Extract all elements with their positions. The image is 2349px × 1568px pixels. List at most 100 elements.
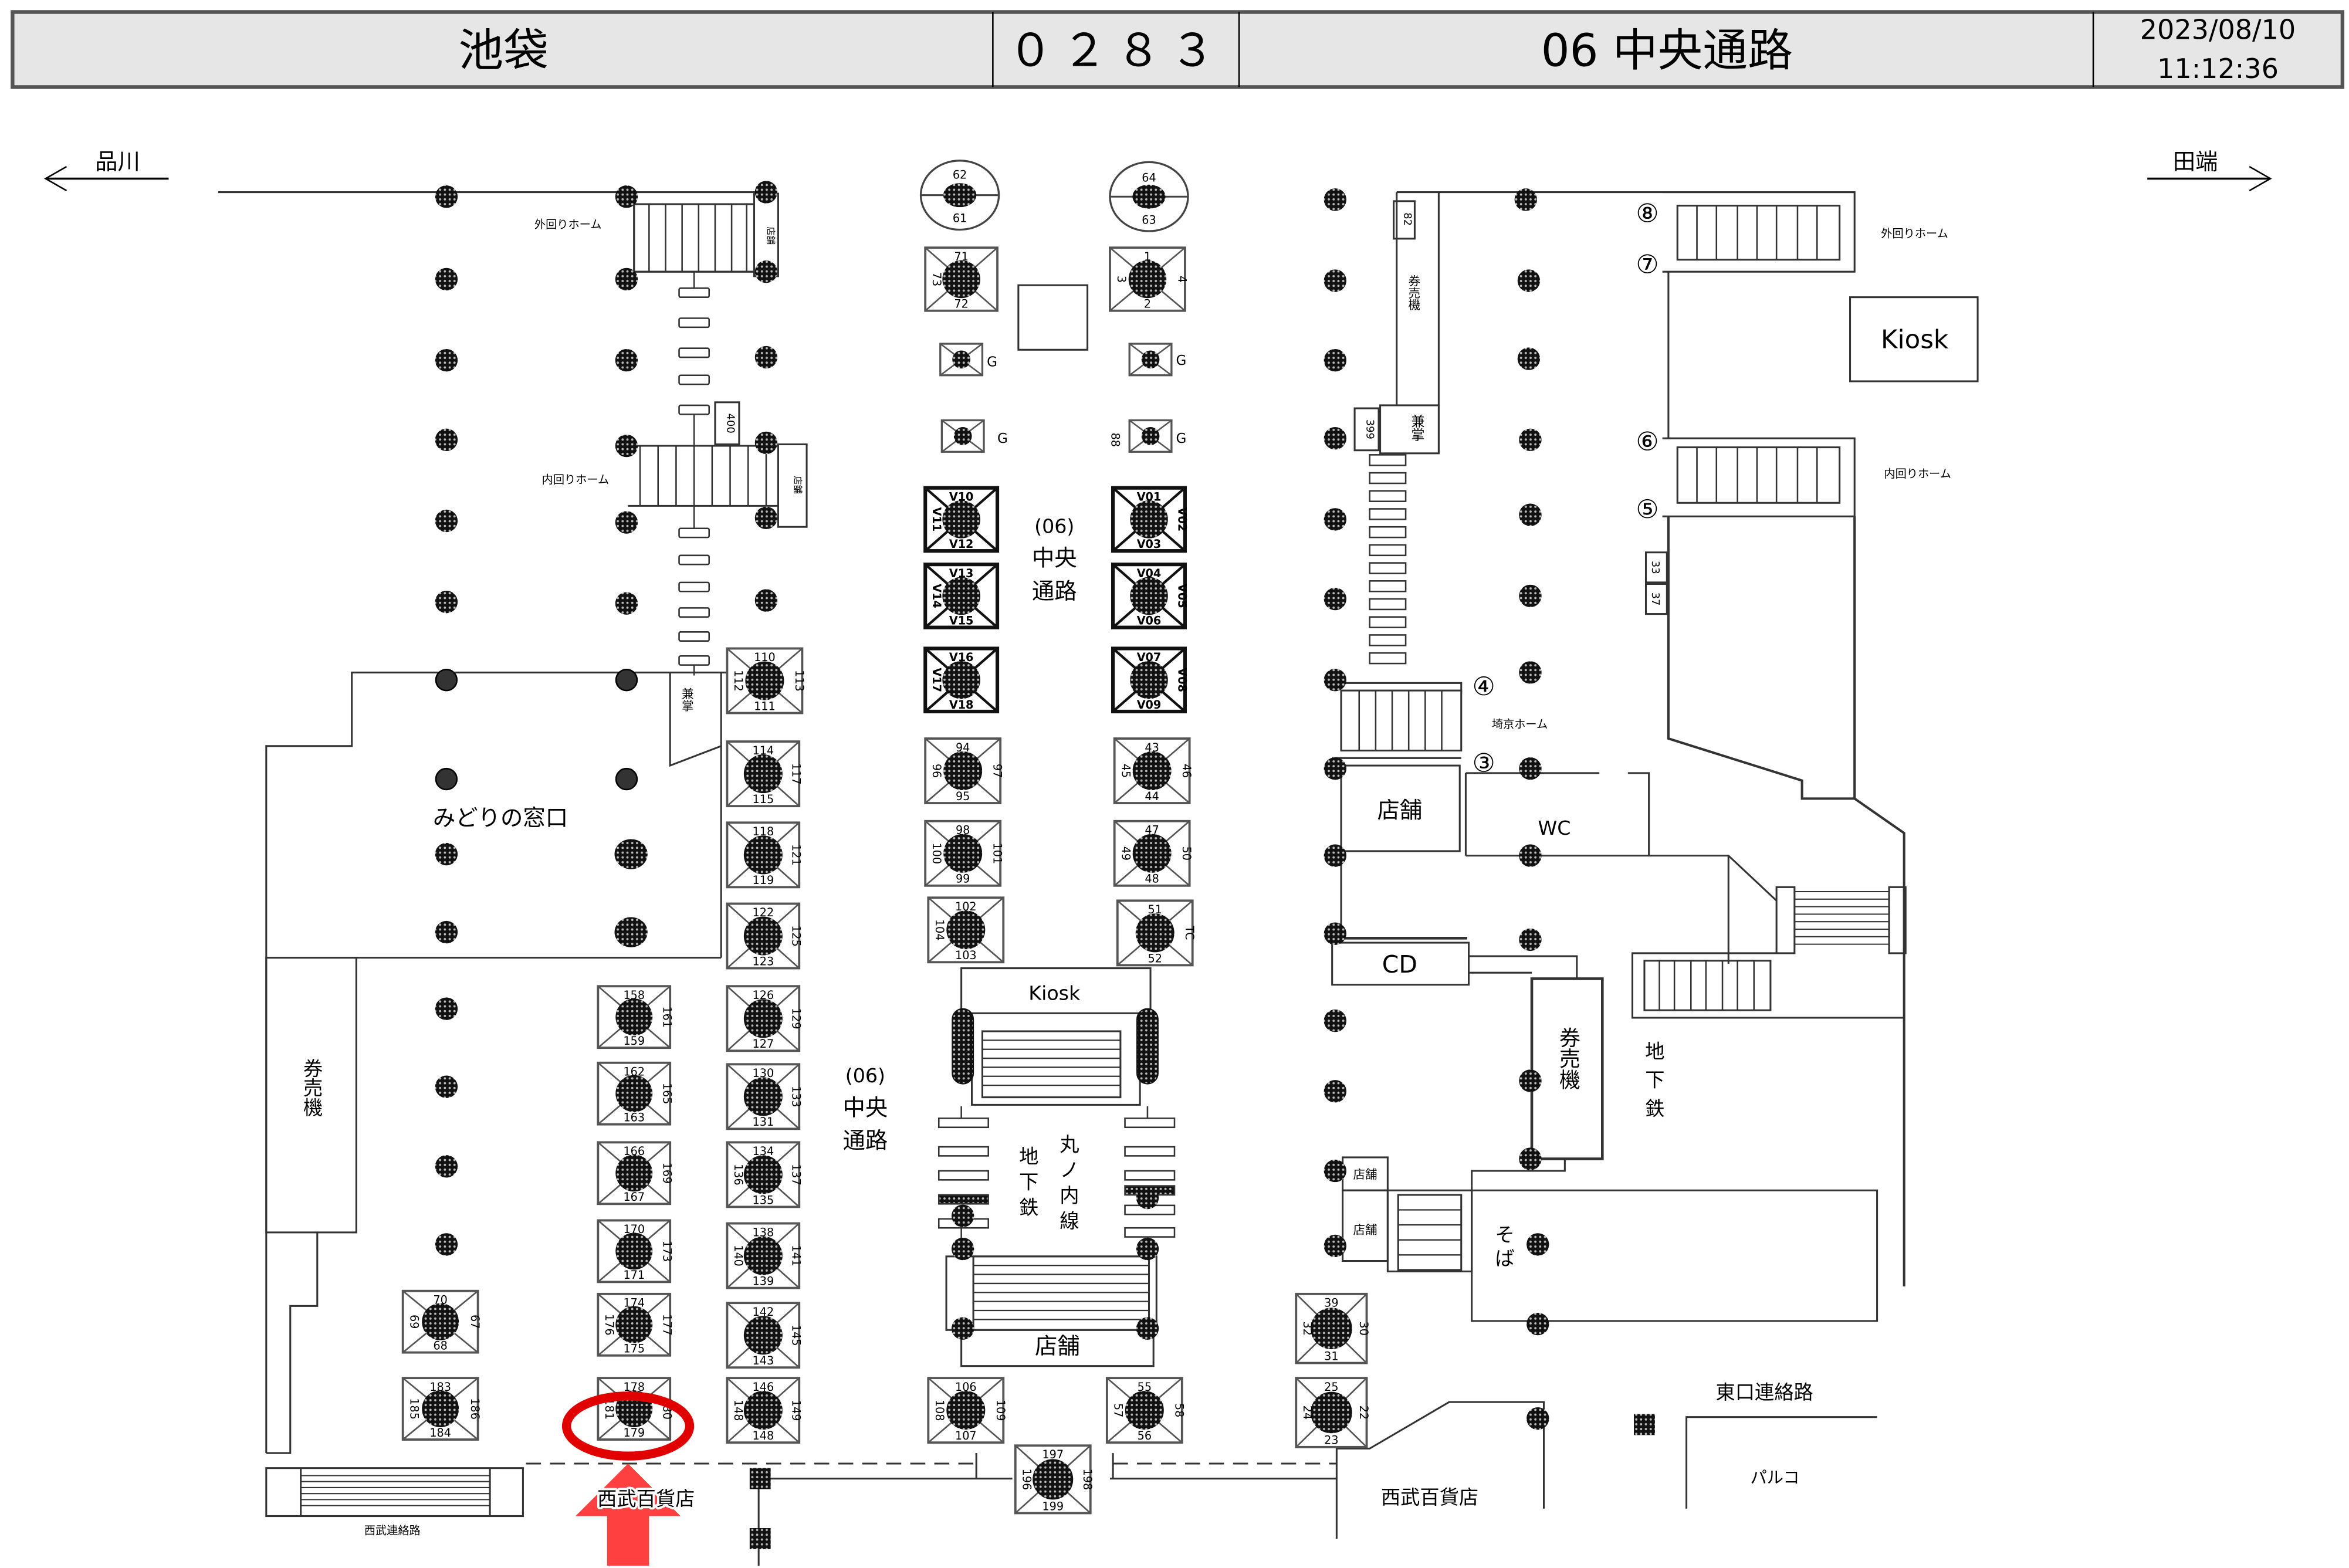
gate-label-top: V13 (949, 567, 974, 580)
pillar (1519, 661, 1542, 684)
gate-label-top: 183 (429, 1380, 451, 1394)
gate-label-bottom: 148 (753, 1429, 774, 1442)
gate-pillar (1311, 1391, 1352, 1434)
inner-platform-right-label: 内回りホーム (1884, 467, 1951, 480)
pillar (435, 348, 458, 372)
station-code: ０２８３ (1008, 25, 1224, 77)
gate-label-top: V16 (949, 651, 974, 664)
pillar (1519, 844, 1542, 867)
gate-pillar (1130, 577, 1168, 615)
gate-label-right: 30 (1357, 1321, 1370, 1335)
g-label: G (987, 354, 997, 370)
pillar (754, 346, 778, 369)
gate-label-bottom: 99 (956, 872, 970, 886)
marunouchi-char: 内 (1060, 1184, 1079, 1207)
pillar (615, 267, 638, 291)
pillar (435, 185, 458, 208)
pillar (1519, 1069, 1542, 1092)
gate-label-top: 39 (1324, 1296, 1338, 1310)
pillar (435, 428, 458, 451)
gate-pillar (743, 1316, 783, 1355)
gate-label-bottom: 199 (1042, 1499, 1064, 1513)
gate-label-bottom: 2 (1144, 297, 1151, 311)
gate-label-right: 97 (991, 764, 1004, 778)
soba-char: ば (1495, 1247, 1514, 1270)
gate-pillar (743, 999, 783, 1038)
gate-label-bottom: 131 (753, 1115, 774, 1129)
pillar (615, 592, 638, 615)
pillars (435, 181, 1549, 1430)
gate-label-bottom: V18 (949, 698, 974, 712)
pillar (435, 1155, 458, 1178)
pillar (614, 917, 648, 947)
gate-unit: 1 2 3 4 (1109, 246, 1189, 312)
gate-label-left: 3 (1115, 276, 1128, 283)
gate-pillar (1132, 751, 1172, 791)
pillar (754, 431, 778, 455)
pillar (1526, 1312, 1549, 1336)
pillar (1324, 269, 1347, 292)
kenshou-left-label: 兼掌 (679, 688, 693, 712)
gate-label-bottom: V15 (949, 614, 974, 628)
area-title: 06 中央通路 (1541, 25, 1793, 77)
gate-pillar (743, 1236, 783, 1275)
wc-label: WC (1538, 817, 1570, 839)
gate-label-top: 47 (1145, 824, 1159, 837)
gate-pillar (1125, 1391, 1164, 1430)
gate-label-bottom: V06 (1137, 614, 1162, 628)
gate-label-top: 134 (753, 1144, 774, 1158)
highlight-ring (561, 1391, 695, 1461)
pillar (614, 839, 648, 869)
gate-label-top: 25 (1324, 1380, 1338, 1394)
gate-label-left: 100 (930, 842, 943, 864)
oval-label-top: 62 (953, 168, 967, 182)
pillar (1519, 1147, 1542, 1170)
soba-label: そ ば (1495, 1223, 1514, 1270)
header-bar: 池袋 ０２８３ 06 中央通路 2023/08/10 11:12:36 (11, 10, 2345, 89)
subway-char: 下 (1019, 1171, 1038, 1194)
pillar (1136, 1186, 1159, 1210)
gate-label-bottom: 115 (753, 793, 774, 806)
gate-pillar (946, 1391, 986, 1430)
pillar (754, 181, 778, 204)
gate-pillar (1128, 260, 1167, 299)
gate-label-top: 197 (1042, 1448, 1064, 1461)
gate-label-top: 122 (753, 906, 774, 919)
gate-label-top: 178 (623, 1380, 645, 1394)
box-88-label: 88 (1109, 433, 1122, 447)
east-link-label: 東口連絡路 (1716, 1381, 1813, 1404)
midori-label: みどりの窓口 (433, 805, 568, 831)
pillar (615, 348, 638, 372)
gate-label-right: 137 (790, 1164, 803, 1186)
pillar (435, 1075, 458, 1098)
gate-label-bottom: 167 (623, 1190, 645, 1204)
gate-label-left: V17 (930, 668, 943, 692)
gate-label-top: 70 (433, 1293, 447, 1306)
gate-label-bottom: 184 (429, 1426, 451, 1440)
exit-7: ⑦ (1636, 250, 1659, 280)
gate-label-right: 141 (790, 1245, 803, 1266)
gate-pillar (1311, 1308, 1352, 1349)
gate-label-right: 22 (1357, 1406, 1370, 1420)
gate-label-right: 186 (468, 1398, 482, 1420)
gate-label-right: TC (1183, 925, 1196, 940)
gate-label-right: 4 (1175, 276, 1189, 283)
direction-right-label: 田端 (2173, 149, 2218, 175)
pillar (615, 434, 638, 458)
gate-label-top: 1 (1144, 250, 1151, 263)
gate-label-right: 149 (790, 1400, 803, 1421)
gate-label-right: 121 (790, 844, 803, 866)
pillar (615, 669, 638, 692)
g-unit: G (939, 343, 997, 377)
gate-label-top: 110 (754, 651, 776, 664)
gate-label-top: 170 (623, 1222, 645, 1236)
